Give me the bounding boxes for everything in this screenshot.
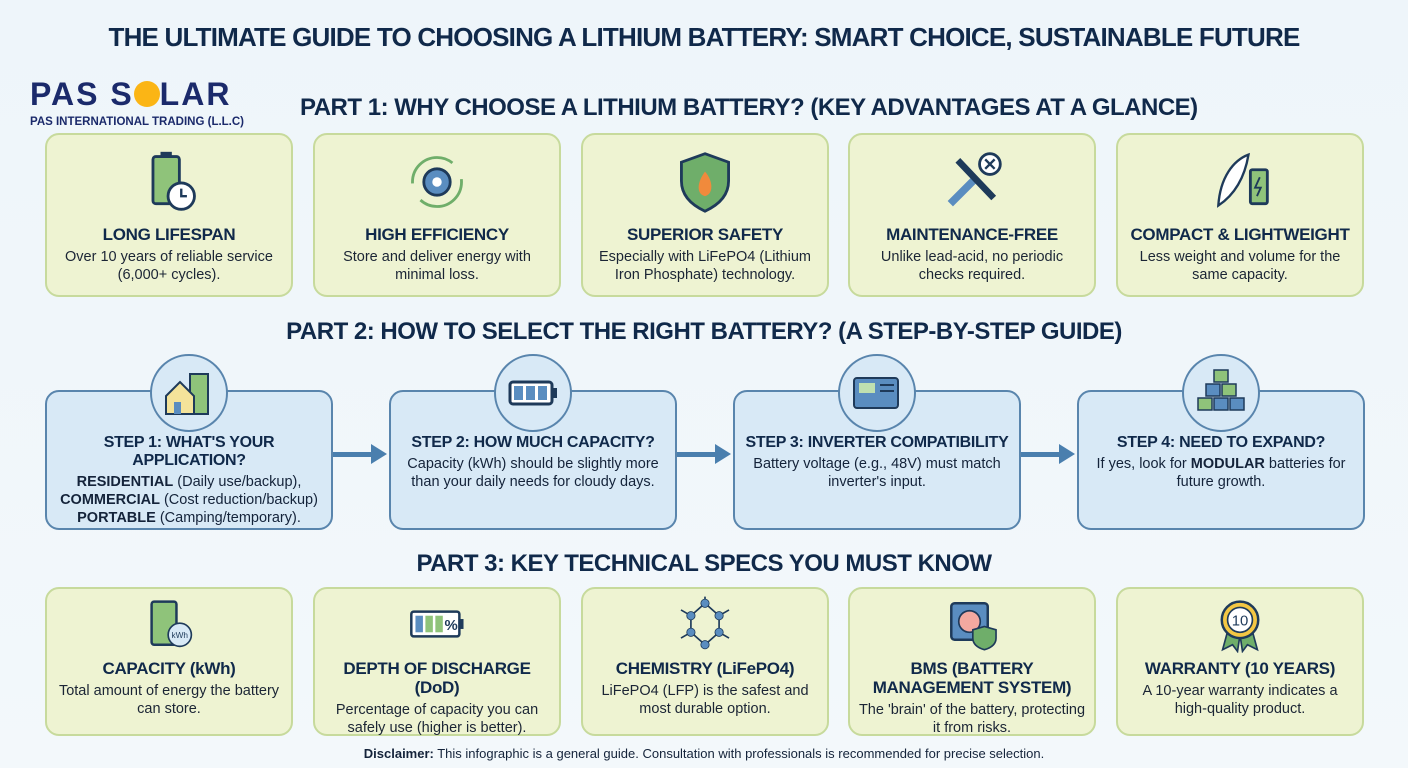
modular-blocks-icon [1182, 354, 1260, 432]
part2-heading: PART 2: HOW TO SELECT THE RIGHT BATTERY?… [286, 318, 1122, 345]
battery-icon [494, 354, 572, 432]
arrow-icon [1021, 444, 1075, 464]
card-title: COMPACT & LIGHTWEIGHT [1130, 225, 1350, 244]
battery-percent-icon: % [410, 610, 464, 638]
molecule-icon [680, 596, 730, 650]
card-desc: Less weight and volume for the same capa… [1139, 249, 1341, 283]
card-desc: Over 10 years of reliable service (6,000… [65, 249, 273, 283]
card-desc: Store and deliver energy with minimal lo… [343, 249, 531, 283]
card-title: SUPERIOR SAFETY [626, 225, 784, 244]
card-desc: Especially with LiFePO4 (Lithium Iron Ph… [599, 249, 811, 283]
spec-card: % DEPTH OF DISCHARGE (DoD) Percentage of… [313, 587, 561, 736]
icon-text: 10 [1232, 614, 1249, 630]
battery-clock-icon [151, 151, 196, 211]
icon-text: kWh [171, 631, 188, 640]
step-2-desc: Capacity (kWh) should be slightly more t… [407, 456, 659, 490]
step-2-card: STEP 2: HOW MUCH CAPACITY? Capacity (kWh… [389, 354, 677, 530]
step-1-card: STEP 1: WHAT'S YOUR APPLICATION? RESIDEN… [45, 354, 333, 530]
page-title: THE ULTIMATE GUIDE TO CHOOSING A LITHIUM… [108, 22, 1300, 52]
sun-icon [133, 81, 160, 107]
card-desc: Percentage of capacity you can safely us… [335, 702, 539, 736]
battery-kwh-icon: kWh [150, 600, 193, 648]
card-title: HIGH EFFICIENCY [365, 225, 509, 244]
card-title: WARRANTY (10 YEARS) [1144, 659, 1336, 678]
advantage-card: COMPACT & LIGHTWEIGHT Less weight and vo… [1116, 133, 1364, 297]
step-4-desc: If yes, look for MODULAR batteries for f… [1096, 456, 1346, 490]
card-desc: Unlike lead-acid, no periodic checks req… [880, 249, 1064, 283]
spec-card: CHEMISTRY (LiFePO4) LiFePO4 (LFP) is the… [581, 587, 829, 736]
advantage-card: SUPERIOR SAFETY Especially with LiFePO4 … [581, 133, 829, 297]
card-desc: Total amount of energy the battery can s… [58, 683, 280, 717]
advantage-card: HIGH EFFICIENCY Store and deliver energy… [313, 133, 561, 297]
step-3-desc: Battery voltage (e.g., 48V) must match i… [753, 456, 1001, 490]
card-title: LONG LIFESPAN [102, 225, 236, 244]
bms-chip-shield-icon [950, 602, 997, 651]
step-title: STEP 2: HOW MUCH CAPACITY? [411, 434, 655, 451]
card-desc: A 10-year warranty indicates a high-qual… [1142, 683, 1338, 717]
card-title: BMS (BATTERY MANAGEMENT SYSTEM) [872, 659, 1072, 697]
arrow-icon [333, 444, 387, 464]
warranty-badge-icon: 10 [1220, 600, 1260, 653]
logo-subtitle: PAS INTERNATIONAL TRADING (L.L.C) [30, 116, 245, 128]
card-title: DEPTH OF DISCHARGE (DoD) [343, 659, 531, 697]
part1-heading: PART 1: WHY CHOOSE A LITHIUM BATTERY? (K… [300, 94, 1198, 121]
spec-card: BMS (BATTERY MANAGEMENT SYSTEM) The 'bra… [848, 587, 1096, 736]
advantage-card: LONG LIFESPAN Over 10 years of reliable … [45, 133, 293, 297]
part3-heading: PART 3: KEY TECHNICAL SPECS YOU MUST KNO… [416, 550, 992, 577]
feather-battery-icon [1216, 152, 1269, 208]
advantage-card: MAINTENANCE-FREE Unlike lead-acid, no pe… [848, 133, 1096, 297]
inverter-icon [838, 354, 916, 432]
card-desc: The 'brain' of the battery, protecting i… [858, 702, 1086, 736]
gear-cycle-icon [411, 156, 463, 208]
card-desc: LiFePO4 (LFP) is the safest and most dur… [601, 683, 809, 717]
buildings-icon [150, 354, 228, 432]
step-3-card: STEP 3: INVERTER COMPATIBILITY Battery v… [733, 354, 1021, 530]
card-title: MAINTENANCE-FREE [886, 225, 1058, 244]
spec-card: 10 WARRANTY (10 YEARS) A 10-year warrant… [1116, 587, 1364, 736]
step-1-desc: RESIDENTIAL (Daily use/backup), COMMERCI… [60, 474, 318, 526]
arrow-icon [677, 444, 731, 464]
shield-flame-icon [680, 152, 730, 213]
step-title: STEP 4: NEED TO EXPAND? [1116, 434, 1326, 451]
tools-icon [947, 152, 1002, 207]
step-title: STEP 3: INVERTER COMPATIBILITY [745, 434, 1009, 451]
step-4-card: STEP 4: NEED TO EXPAND? If yes, look for… [1077, 354, 1365, 530]
card-title: CAPACITY (kWh) [102, 659, 236, 678]
card-title: CHEMISTRY (LiFePO4) [615, 659, 795, 678]
icon-text: % [444, 618, 457, 634]
disclaimer: Disclaimer: This infographic is a genera… [363, 746, 1045, 761]
step-title: STEP 1: WHAT'S YOUR APPLICATION? [103, 434, 275, 469]
spec-card: kWh CAPACITY (kWh) Total amount of energ… [45, 587, 293, 736]
